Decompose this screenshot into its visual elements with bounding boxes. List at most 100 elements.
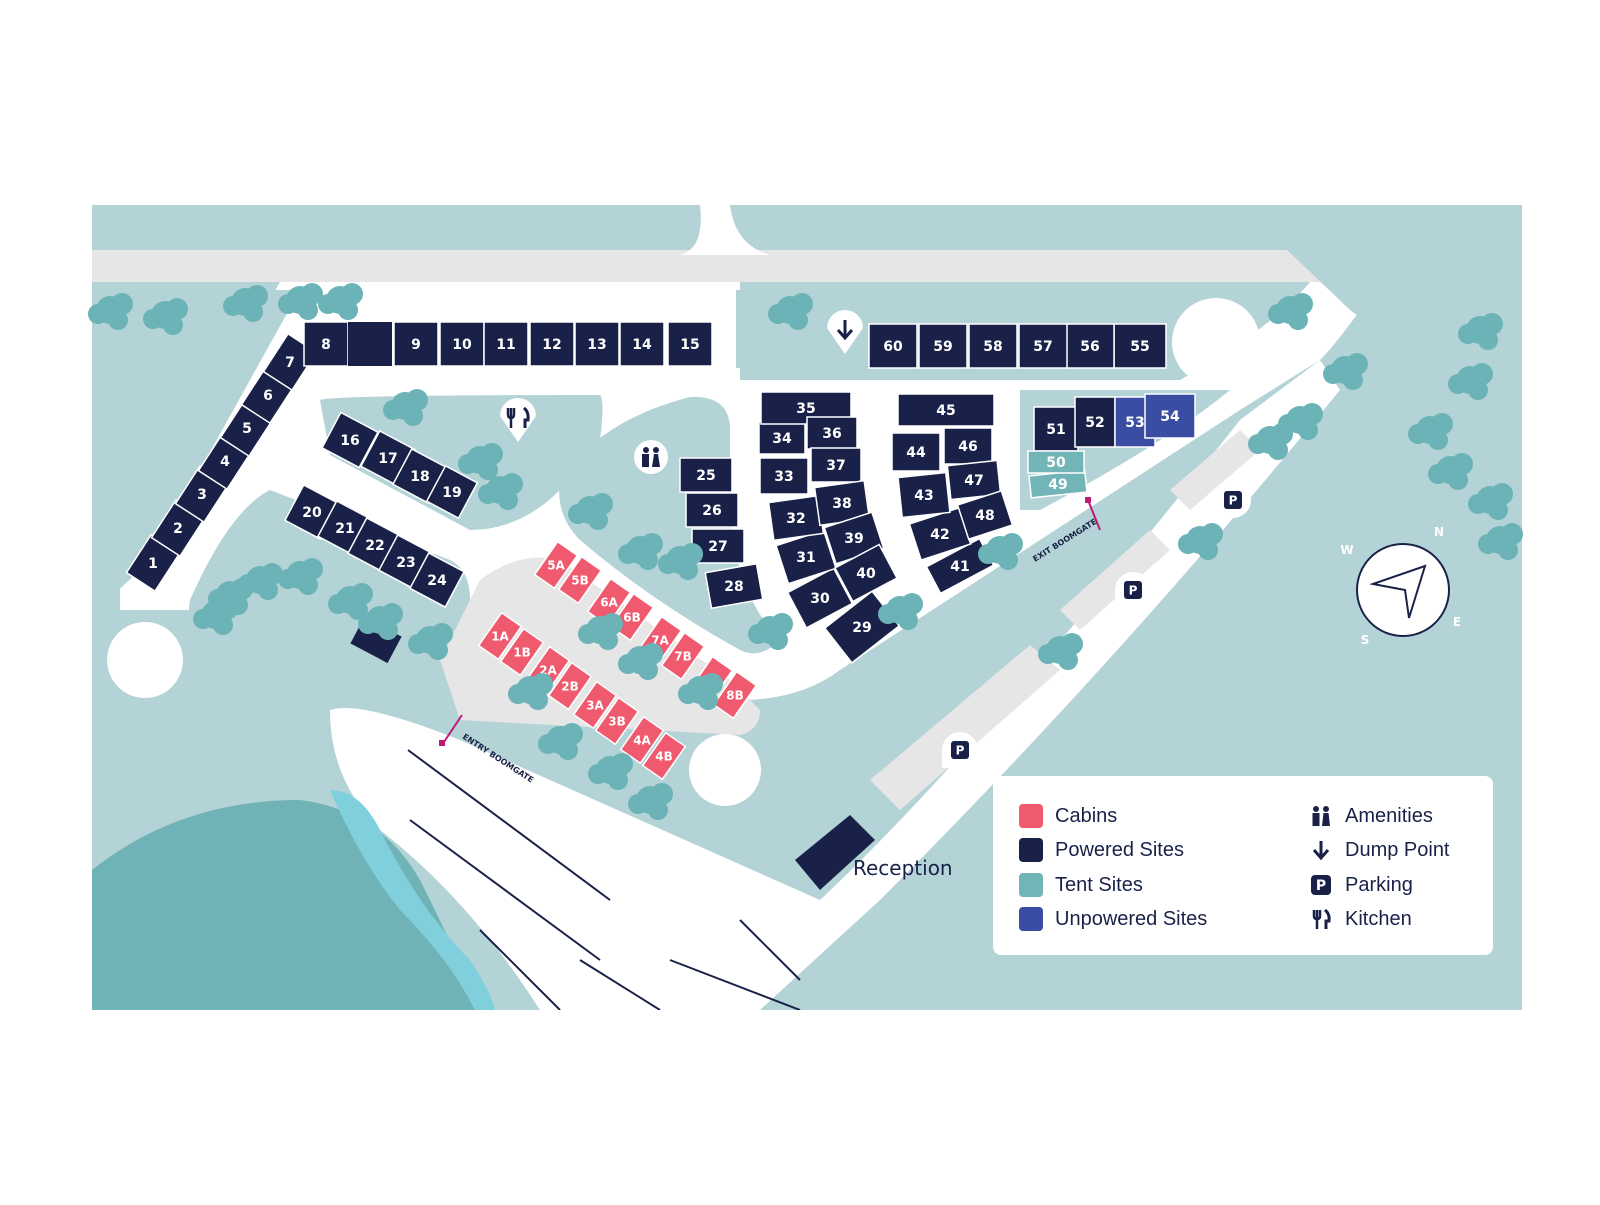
legend-kitchen: Kitchen (1309, 907, 1412, 931)
powered-site-48[interactable]: 48 (956, 489, 1014, 541)
powered-site-number: 45 (936, 403, 955, 419)
powered-site-10[interactable]: 10 (439, 321, 485, 367)
powered-site-plot (786, 567, 854, 629)
powered-site-60[interactable]: 60 (868, 323, 918, 369)
powered-site-46[interactable]: 46 (943, 427, 993, 465)
powered-site-36[interactable]: 36 (806, 416, 858, 450)
tent-site-plot (1027, 450, 1085, 474)
unpowered-site-number: 54 (1160, 409, 1180, 425)
cabin-5a[interactable]: 5A (533, 540, 579, 590)
powered-site-number: 42 (930, 527, 949, 543)
powered-site-43[interactable]: 43 (897, 471, 951, 519)
powered-site-34[interactable]: 34 (758, 421, 806, 455)
powered-site-45[interactable]: 45 (897, 393, 995, 427)
legend-amenities-label: Amenities (1345, 804, 1433, 827)
cabin-4a[interactable]: 4A (619, 715, 665, 765)
tent-site-49[interactable]: 49 (1028, 469, 1088, 499)
powered-site-59[interactable]: 59 (918, 323, 968, 369)
cabin-5b[interactable]: 5B (557, 555, 603, 605)
legend-amenities: Amenities (1309, 804, 1433, 828)
powered-site-number: 11 (496, 337, 515, 353)
legend-dump-point-label: Dump Point (1345, 838, 1450, 861)
powered-site-plot (425, 464, 479, 520)
powered-site-33[interactable]: 33 (759, 457, 809, 495)
powered-site-58[interactable]: 58 (968, 323, 1018, 369)
powered-site-plot (775, 529, 837, 585)
powered-site-plot (891, 432, 941, 472)
powered-site-30[interactable]: 30 (786, 567, 854, 629)
powered-site-11[interactable]: 11 (483, 321, 529, 367)
powered-site-40[interactable]: 40 (833, 543, 899, 603)
cabin-8b[interactable]: 8B (712, 670, 758, 720)
powered-site-55[interactable]: 55 (1113, 323, 1167, 369)
tree-icon (658, 543, 703, 580)
parking-icon[interactable]: P (1215, 482, 1251, 518)
powered-site-28[interactable]: 28 (704, 562, 764, 610)
powered-site-35[interactable]: 35 (760, 391, 852, 425)
powered-site-plot (897, 393, 995, 427)
cabin-3a[interactable]: 3A (572, 680, 618, 730)
powered-site-32[interactable]: 32 (767, 494, 825, 542)
powered-site-number: 48 (975, 508, 994, 524)
cabin-2b[interactable]: 2B (547, 661, 593, 711)
kitchen-icon[interactable] (500, 398, 536, 442)
powered-site-number: 30 (810, 591, 830, 607)
powered-swatch (1019, 838, 1043, 862)
cabin-3b[interactable]: 3B (594, 696, 640, 746)
powered-site-16[interactable]: 16 (321, 411, 379, 469)
powered-site-number: 40 (856, 566, 876, 582)
amenities-icon[interactable] (634, 440, 668, 474)
powered-site-12[interactable]: 12 (529, 321, 575, 367)
powered-site-26[interactable]: 26 (685, 492, 739, 528)
powered-site-unnumbered[interactable] (348, 322, 392, 366)
cabin-1b[interactable]: 1B (499, 627, 545, 677)
powered-site-9[interactable]: 9 (393, 321, 439, 367)
powered-site-plot (806, 416, 858, 450)
tree-icon (1178, 523, 1223, 560)
parking-icon[interactable]: P (1115, 572, 1151, 608)
powered-site-19[interactable]: 19 (425, 464, 479, 520)
powered-site-14[interactable]: 14 (619, 321, 665, 367)
cabin-plot (594, 696, 640, 746)
powered-site-51[interactable]: 51 (1033, 406, 1079, 452)
powered-site-plot (810, 447, 862, 483)
cabin-4b[interactable]: 4B (641, 731, 687, 781)
powered-site-57[interactable]: 57 (1018, 323, 1068, 369)
tree-icon (143, 298, 188, 335)
powered-site-37[interactable]: 37 (810, 447, 862, 483)
unpowered-site-54[interactable]: 54 (1144, 393, 1196, 439)
cabin-7b[interactable]: 7B (660, 631, 706, 681)
tree-icon (578, 613, 623, 650)
powered-site-15[interactable]: 15 (667, 321, 713, 367)
creek (330, 790, 495, 1010)
cabin-1a[interactable]: 1A (477, 611, 523, 661)
tree-icon (328, 583, 373, 620)
powered-site-24[interactable]: 24 (408, 551, 466, 609)
parking-icon[interactable]: P (942, 732, 978, 768)
powered-site-44[interactable]: 44 (891, 432, 941, 472)
powered-site-52[interactable]: 52 (1074, 396, 1116, 448)
powered-site-56[interactable]: 56 (1065, 323, 1115, 369)
cabin-plot (712, 670, 758, 720)
powered-site-13[interactable]: 13 (574, 321, 620, 367)
powered-site-41[interactable]: 41 (925, 537, 995, 595)
powered-site-31[interactable]: 31 (775, 529, 837, 585)
dump-point-icon[interactable] (827, 310, 863, 354)
cabin-number: 5B (571, 574, 589, 588)
cabin-plot (572, 680, 618, 730)
cabin-number: 6A (600, 596, 618, 610)
powered-site-25[interactable]: 25 (679, 457, 733, 493)
main-road (92, 250, 1522, 282)
tree-icon (618, 533, 663, 570)
tree-icon (1323, 353, 1368, 390)
powered-site-47[interactable]: 47 (946, 459, 1002, 501)
powered-site-number: 52 (1085, 415, 1104, 431)
powered-site-plot (685, 492, 739, 528)
powered-site-plot (968, 323, 1018, 369)
powered-site-plot (758, 421, 806, 455)
powered-site-8[interactable]: 8 (303, 321, 349, 367)
tent-site-50[interactable]: 50 (1027, 450, 1085, 474)
cabin-6a[interactable]: 6A (586, 577, 632, 627)
powered-site-number: 18 (410, 469, 429, 485)
